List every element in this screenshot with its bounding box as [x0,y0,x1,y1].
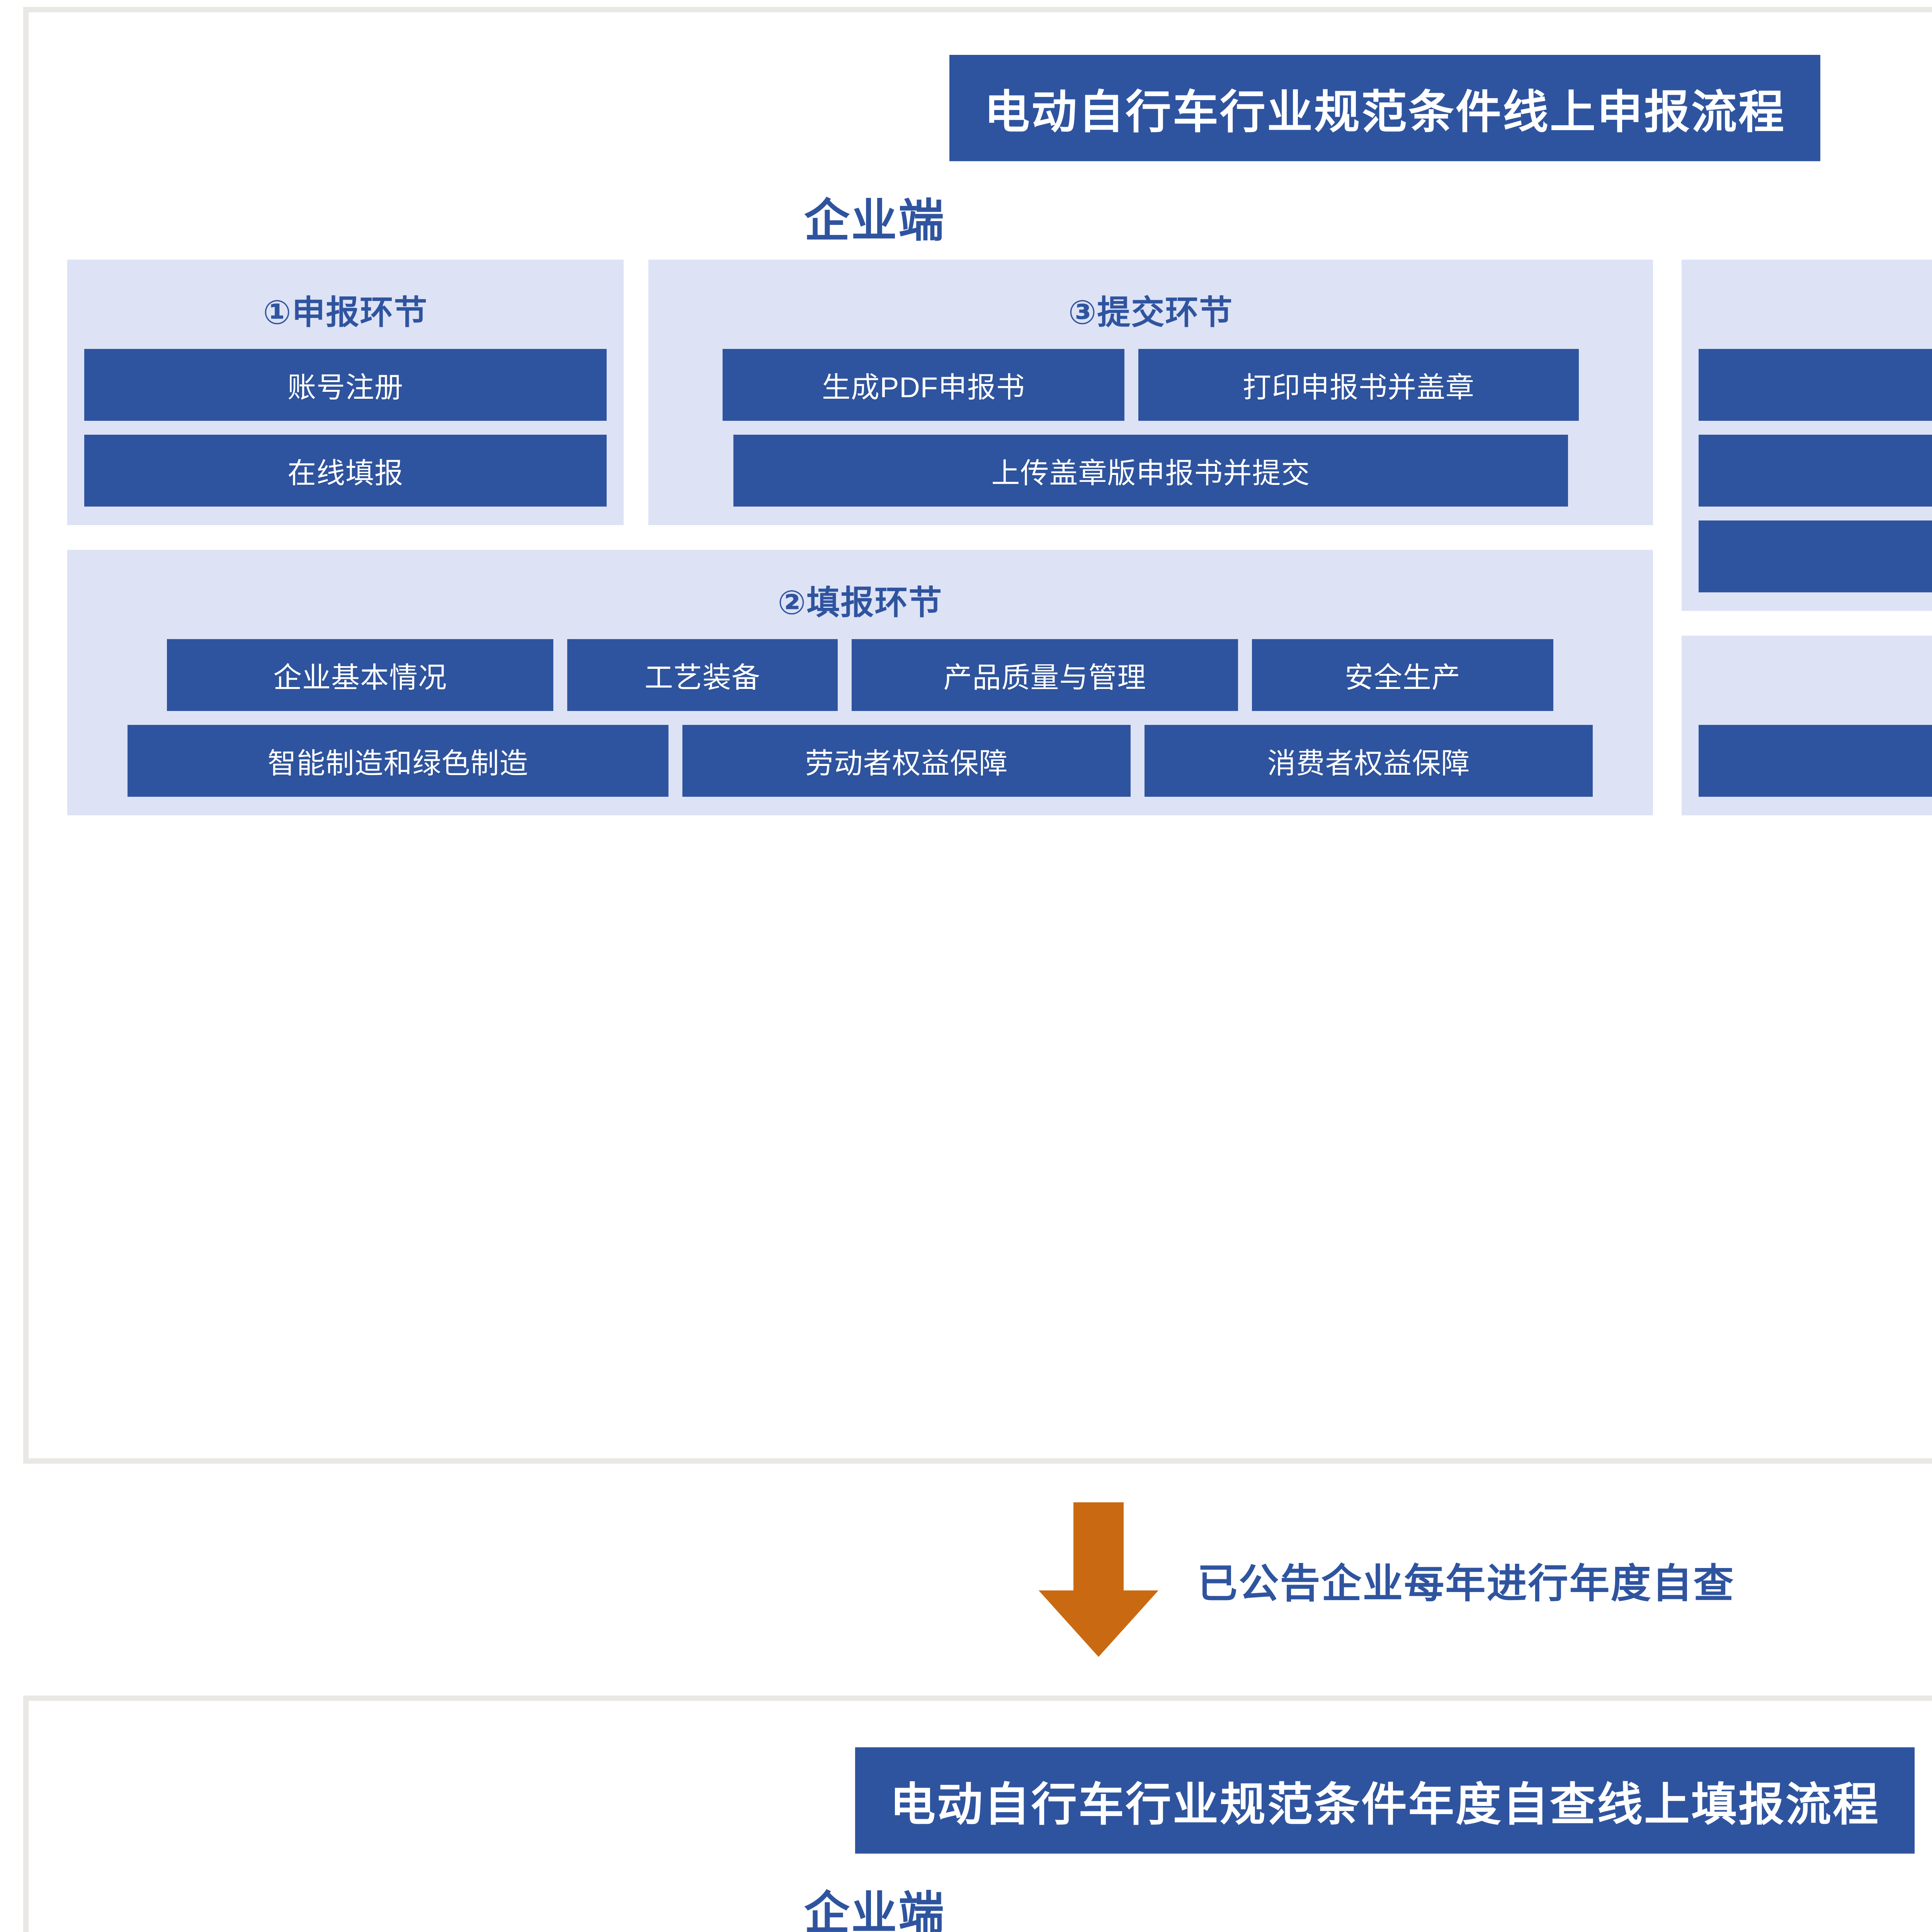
group-application-stage: ①申报环节 账号注册 在线填报 [67,260,624,525]
group-title: ①审核环节 [1699,285,1932,333]
chip-online-fill[interactable]: 在线填报 [84,435,607,507]
group-publicity-stage: ②公示公告 公示公告企业名单 [1682,636,1932,815]
group-row: 上传盖章版申报书并提交 [665,435,1636,507]
panel-top-body: ①申报环节 账号注册 在线填报 ③提交环节 生成PDF申报书 打印申报书并盖章 [29,250,1932,815]
down-arrow-icon [1035,1502,1162,1657]
chip-enterprise-basics[interactable]: 企业基本情况 [167,639,553,711]
group-items: 企业基本情况 工艺装备 产品质量与管理 安全生产 智能制造和绿色制造 劳动者权益… [84,639,1636,797]
group-fill-stage: ②填报环节 企业基本情况 工艺装备 产品质量与管理 安全生产 智能制造和绿色制造… [67,550,1653,815]
admin-column: ①审核环节 省级主管部门资料初审 工信部资料复审 工信部现场审核 ②公示公告 公… [1682,260,1932,815]
chip-account-register[interactable]: 账号注册 [84,349,607,421]
chip-upload-sealed-submit[interactable]: 上传盖章版申报书并提交 [733,435,1568,507]
chip-print-and-seal[interactable]: 打印申报书并盖章 [1138,349,1579,421]
chip-smart-green-manufacturing[interactable]: 智能制造和绿色制造 [128,725,668,797]
admin-column-heading: 管理端 [1682,184,1932,250]
chip-product-quality[interactable]: 产品质量与管理 [852,639,1238,711]
group-items: 生成PDF申报书 打印申报书并盖章 上传盖章版申报书并提交 [665,349,1636,507]
chip-provincial-initial-review[interactable]: 省级主管部门资料初审 [1699,349,1932,421]
group-row: 企业基本情况 工艺装备 产品质量与管理 安全生产 [84,639,1636,711]
panel-top-title-row: 电动自行车行业规范条件线上申报流程 [29,12,1932,161]
application-flow-panel: 电动自行车行业规范条件线上申报流程 企业端 管理端 ①申报环节 账号注册 在线填… [23,7,1932,1464]
panel-bottom-title: 电动自行车行业规范条件年度自查线上填报流程 [855,1747,1915,1854]
chip-miit-document-review[interactable]: 工信部资料复审 [1699,435,1932,507]
enterprise-column-heading: 企业端 [804,1888,946,1932]
group-row: 生成PDF申报书 打印申报书并盖章 [665,349,1636,421]
annual-selfcheck-flow-panel: 电动自行车行业规范条件年度自查线上填报流程 企业端 管理端 ①填报环节 企业基本… [23,1696,1932,1932]
group-items: 账号注册 在线填报 [84,349,607,507]
chip-generate-pdf[interactable]: 生成PDF申报书 [723,349,1124,421]
chip-safety-production[interactable]: 安全生产 [1252,639,1553,711]
enterprise-top-row: ①申报环节 账号注册 在线填报 ③提交环节 生成PDF申报书 打印申报书并盖章 [67,260,1653,525]
group-review-stage: ①审核环节 省级主管部门资料初审 工信部资料复审 工信部现场审核 [1682,260,1932,611]
group-items: 省级主管部门资料初审 工信部资料复审 工信部现场审核 [1699,349,1932,592]
chip-publicity-enterprise-list[interactable]: 公示公告企业名单 [1699,725,1932,797]
admin-column-heading: 管理端 [1682,1876,1932,1932]
group-items: 公示公告企业名单 [1699,725,1932,797]
group-title: ②公示公告 [1699,661,1932,709]
group-title: ③提交环节 [1068,294,1233,331]
group-title: ②填报环节 [777,584,943,621]
chip-consumer-rights[interactable]: 消费者权益保障 [1145,725,1593,797]
chip-miit-onsite-review[interactable]: 工信部现场审核 [1699,520,1932,592]
group-row: 智能制造和绿色制造 劳动者权益保障 消费者权益保障 [84,725,1636,797]
panel-top-title: 电动自行车行业规范条件线上申报流程 [949,55,1820,161]
chip-process-equipment[interactable]: 工艺装备 [567,639,838,711]
panel-bottom-column-headings: 企业端 管理端 [29,1854,1932,1932]
panel-bottom-title-row: 电动自行车行业规范条件年度自查线上填报流程 [29,1701,1932,1854]
annual-selfcheck-connector: 已公告企业每年进行年度自查 [0,1464,1932,1696]
group-submission-stage: ③提交环节 生成PDF申报书 打印申报书并盖章 上传盖章版申报书并提交 [648,260,1653,525]
chip-labor-rights[interactable]: 劳动者权益保障 [682,725,1131,797]
enterprise-column-heading: 企业端 [804,196,946,247]
connector-label: 已公告企业每年进行年度自查 [1197,1561,1735,1606]
enterprise-column: ①申报环节 账号注册 在线填报 ③提交环节 生成PDF申报书 打印申报书并盖章 [67,260,1653,815]
group-title: ①申报环节 [263,294,428,331]
panel-top-column-headings: 企业端 管理端 [29,161,1932,250]
